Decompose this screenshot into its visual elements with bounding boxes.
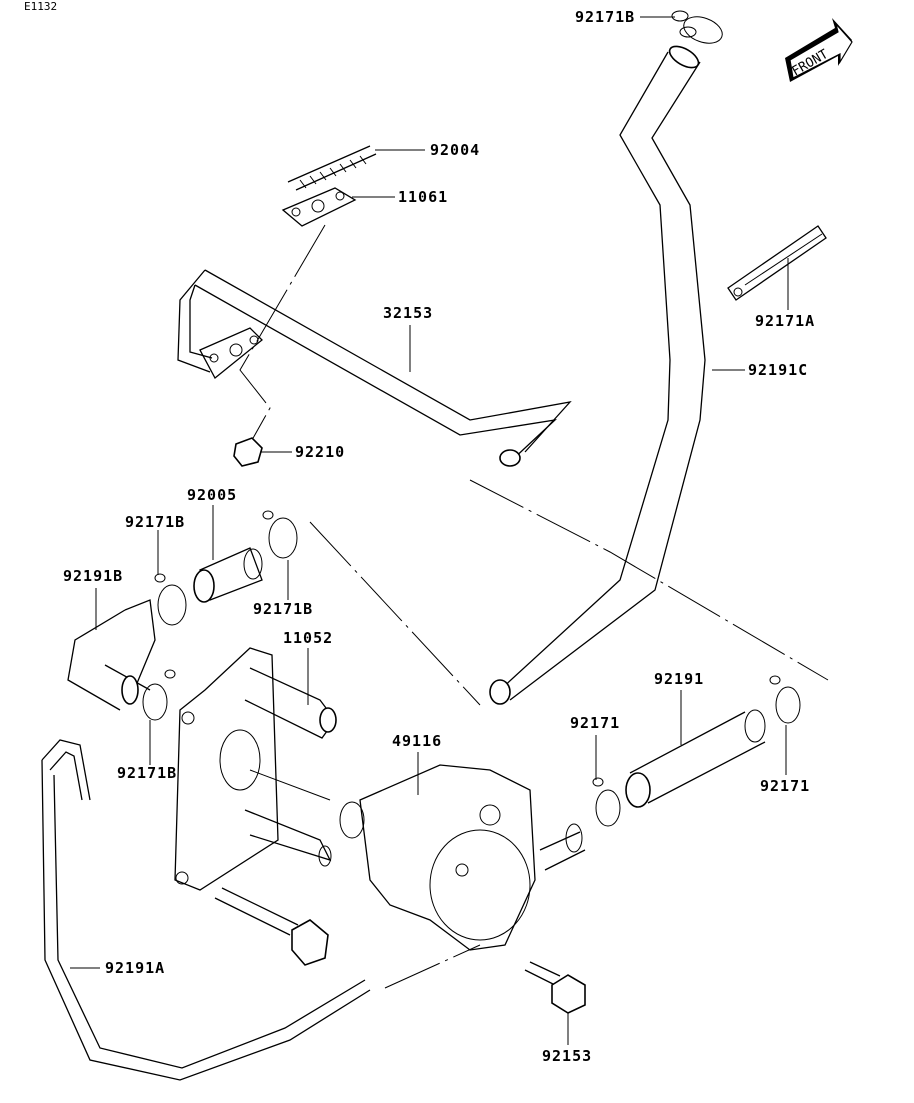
clip-92171a [727,225,827,301]
pipe-32153 [177,269,572,467]
fuel-pump-49116 [339,764,586,951]
clamp-92171b-a [154,573,187,626]
clamp-92171b-c [142,669,176,721]
bolt-92153 [524,961,586,1014]
nut-92210 [233,437,263,467]
front-arrow-icon: FRONT [785,18,853,82]
label-92171a: 92171A [755,312,815,330]
label-92171b-b: 92171B [253,600,313,618]
label-92004: 92004 [430,141,480,159]
hose-92191a [41,739,371,1081]
bracket-11052 [174,647,337,891]
label-11061: 11061 [398,188,448,206]
gasket-11061 [281,187,357,227]
label-92171-b: 92171 [760,777,810,795]
label-92005: 92005 [187,486,237,504]
label-49116: 49116 [392,732,442,750]
hose-92191 [625,709,766,808]
bolt-left [214,887,329,966]
hose-92191c [489,45,706,705]
label-11052: 11052 [283,629,333,647]
label-92171b-top: 92171B [575,8,635,26]
label-92191b: 92191B [63,567,123,585]
diagram-code: E1132 [24,0,57,13]
fitting-92005 [193,547,263,603]
label-92191c: 92191C [748,361,808,379]
label-92191: 92191 [654,670,704,688]
stud-92004 [287,145,377,191]
clamp-92171b-top [671,10,723,44]
hose-92191b [67,599,156,711]
clamp-92171b-b [262,510,298,559]
clamp-92171-b [769,675,801,724]
label-92171-a: 92171 [570,714,620,732]
label-92153: 92153 [542,1047,592,1065]
label-92210: 92210 [295,443,345,461]
label-92171b-c: 92171B [117,764,177,782]
label-32153: 32153 [383,304,433,322]
clamp-92171-a [592,777,621,827]
label-92171b-a: 92171B [125,513,185,531]
label-92191a: 92191A [105,959,165,977]
leader-lines [70,16,789,1045]
